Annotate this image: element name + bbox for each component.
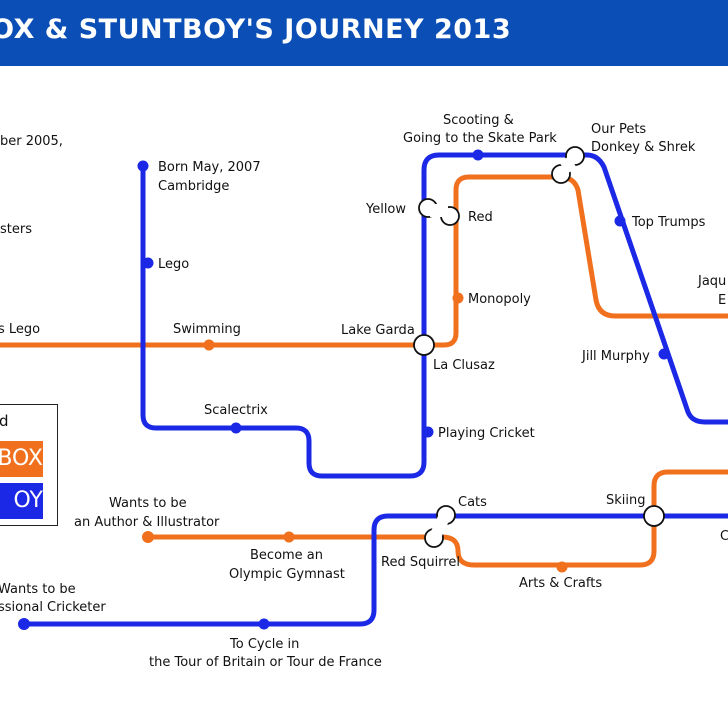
- page-title: BOX & STUNTBOY'S JOURNEY 2013: [0, 14, 512, 45]
- label-cycle-line2: the Tour of Britain or Tour de France: [149, 655, 382, 670]
- label-cycle-line1: To Cycle in: [229, 637, 299, 652]
- station-dot-monopoly: [452, 292, 464, 304]
- blue-line-lower: [21, 513, 728, 627]
- interchanges: [413, 146, 665, 548]
- station-dot-author: [142, 531, 154, 543]
- label-monopoly: Monopoly: [468, 292, 531, 307]
- station-dot-arts-crafts: [556, 561, 568, 573]
- interchange-la-clusaz: [413, 334, 435, 356]
- label-top-trumps: Top Trumps: [631, 215, 706, 230]
- title-bar: BOX & STUNTBOY'S JOURNEY 2013: [0, 0, 728, 66]
- label-lego-left: s Lego: [0, 322, 40, 337]
- label-playing-cricket: Playing Cricket: [438, 426, 535, 441]
- label-swimming: Swimming: [173, 322, 241, 337]
- label-skiing: Skiing: [606, 493, 646, 508]
- label-lake-garda: Lake Garda: [341, 323, 415, 338]
- label-born-2007-line1: Born May, 2007: [158, 160, 261, 175]
- interchange-skiing: [643, 505, 665, 527]
- label-sisters: sters: [0, 222, 32, 237]
- station-dot-born-2007: [137, 160, 149, 172]
- label-right-edge: C: [720, 529, 728, 544]
- label-born-2005: ber 2005,: [0, 134, 63, 149]
- label-cats: Cats: [458, 495, 487, 510]
- station-dot-lego: [142, 257, 154, 269]
- label-yellow: Yellow: [365, 202, 406, 217]
- label-scalectrix: Scalectrix: [204, 403, 268, 418]
- label-lego: Lego: [158, 257, 189, 272]
- interchange-yellow-red-bridge: [430, 204, 448, 217]
- blue-line: [21, 152, 728, 627]
- label-author-line1: Wants to be: [109, 496, 187, 511]
- label-arts-crafts: Arts & Crafts: [519, 576, 602, 591]
- legend-orange-line: BOX: [0, 441, 43, 477]
- label-scooting-line1: Scooting &: [443, 113, 514, 128]
- label-scooting-line2: Going to the Skate Park: [403, 131, 557, 146]
- label-born-2007-line2: Cambridge: [158, 179, 229, 194]
- station-dot-gymnast: [283, 531, 295, 543]
- station-dot-cycle: [258, 618, 270, 630]
- label-jaq-line1: Jaqu: [697, 274, 726, 289]
- label-pets-line2: Donkey & Shrek: [591, 140, 696, 155]
- station-dot-playing-cricket: [422, 426, 434, 438]
- label-la-clusaz: La Clusaz: [433, 358, 495, 373]
- label-jill-murphy: Jill Murphy: [581, 349, 650, 364]
- label-red-squirrel: Red Squirrel: [381, 555, 460, 570]
- label-gymnast-line1: Become an: [250, 548, 323, 563]
- label-pets-line1: Our Pets: [591, 122, 646, 137]
- interchange-pets-bridge: [559, 155, 577, 175]
- station-dot-cricketer: [18, 618, 30, 630]
- label-jaq-line2: E: [718, 293, 726, 308]
- label-red: Red: [468, 210, 493, 225]
- station-dot-jill-murphy: [658, 348, 670, 360]
- legend-blue-line: OY: [0, 483, 43, 519]
- label-cricketer-line2: ssional Cricketer: [0, 600, 106, 615]
- blue-line-left: [140, 152, 728, 479]
- label-gymnast-line2: Olympic Gymnast: [229, 567, 345, 582]
- station-dot-scooting: [472, 149, 484, 161]
- legend-key: d BOX OY: [0, 404, 58, 526]
- station-ticks: [18, 149, 670, 630]
- label-author-line2: an Author & Illustrator: [74, 515, 220, 530]
- station-dot-swimming: [203, 339, 215, 351]
- station-dot-top-trumps: [614, 215, 626, 227]
- legend-heading: d: [0, 412, 9, 430]
- orange-line-lower: [145, 469, 728, 568]
- label-cricketer-line1: Wants to be: [0, 582, 76, 597]
- orange-line-upper: [421, 174, 728, 348]
- station-dot-scalectrix: [230, 422, 242, 434]
- interchange-cats-bridge: [431, 516, 449, 536]
